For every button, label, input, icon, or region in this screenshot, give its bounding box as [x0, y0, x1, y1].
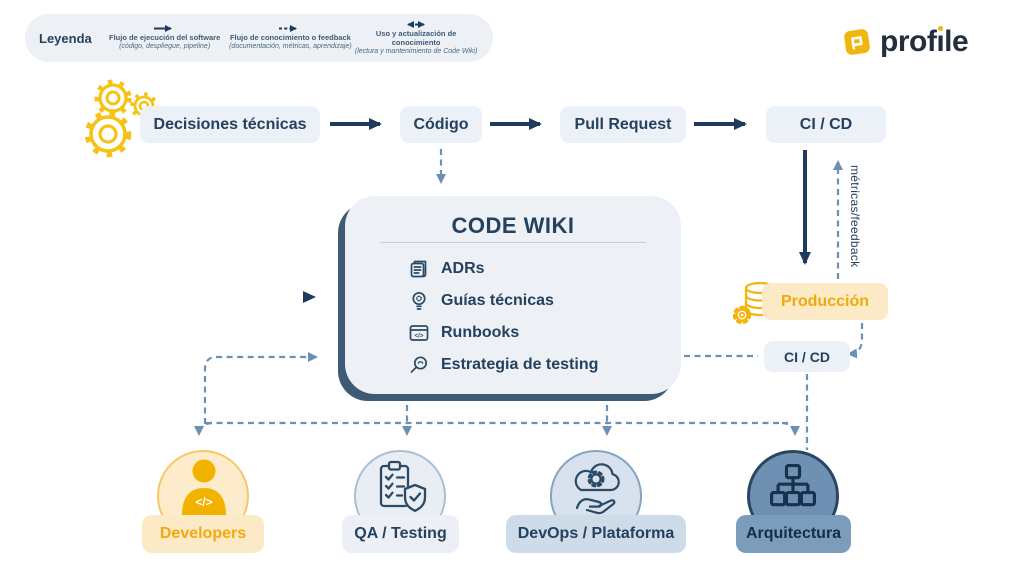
flow-box-pull-request: Pull Request: [560, 106, 686, 143]
wiki-item-testing: Estrategia de testing: [408, 349, 598, 381]
solid-arrow-icon: [153, 25, 172, 33]
flow-box-cicd-bottom: CI / CD: [764, 341, 850, 372]
produccion-box: Producción: [762, 283, 888, 320]
dashed-arrow-icon: [279, 25, 298, 33]
metrics-feedback-label: métricas/feedback: [848, 165, 862, 268]
legend-title: Leyenda: [39, 30, 92, 46]
role-label-devops: DevOps / Plataforma: [506, 515, 686, 553]
wiki-item-label: Runbooks: [441, 324, 520, 341]
legend-item-label: Uso y actualización de conocimiento: [375, 28, 457, 48]
flow-box-decisiones: Decisiones técnicas: [140, 106, 320, 143]
flow-box-label: Código: [413, 115, 469, 133]
svg-text:</>: </>: [195, 495, 212, 509]
org-chart-icon: [770, 464, 816, 507]
role-label-arquitectura: Arquitectura: [736, 515, 851, 553]
svg-text:</>: </>: [415, 333, 424, 340]
legend-item-sublabel: (código, despliegue, pipeline): [119, 42, 211, 50]
flow-box-label: CI / CD: [799, 115, 853, 133]
adr-document-icon: [410, 260, 427, 278]
magnifier-icon: [410, 356, 428, 373]
wiki-item-label: Estrategia de testing: [441, 356, 599, 373]
wiki-item-label: Guías técnicas: [441, 292, 554, 309]
code-wiki-list: ADRs Guías técnicas </> Runbooks: [408, 253, 598, 381]
legend-item-sublabel: (lectura y mantenimiento de Code Wiki): [354, 47, 478, 55]
legend-item-execution: Flujo de ejecución del software (código,…: [102, 24, 228, 51]
flow-box-codigo: Código: [400, 106, 482, 143]
flow-box-label: Decisiones técnicas: [153, 115, 307, 133]
wiki-item-runbooks: </> Runbooks: [408, 317, 598, 349]
wiki-item-adrs: ADRs: [408, 253, 598, 285]
role-label-text: Developers: [159, 525, 247, 542]
legend-item-sublabel: (documentación, métricas, aprendizaje): [229, 42, 352, 50]
clipboard-shield-icon: [379, 460, 427, 512]
legend-item-label: Flujo de conocimiento o feedback: [229, 33, 351, 43]
cloud-gear-hand-icon: [574, 463, 620, 515]
role-label-developers: Developers: [142, 515, 264, 553]
produccion-label: Producción: [780, 292, 869, 310]
code-window-icon: </>: [409, 325, 429, 341]
flow-box-cicd-top: CI / CD: [766, 106, 886, 143]
legend-item-label: Flujo de ejecución del software: [108, 33, 221, 43]
developer-person-icon: </>: [182, 459, 226, 515]
role-label-text: Arquitectura: [745, 525, 842, 542]
wiki-item-label: ADRs: [441, 260, 485, 277]
divider: [380, 242, 646, 243]
profile-logo-icon: [844, 29, 870, 55]
legend: Leyenda Flujo de ejecución del software …: [25, 14, 493, 62]
role-label-qa: QA / Testing: [342, 515, 459, 553]
role-label-text: QA / Testing: [354, 525, 447, 542]
wiki-item-guias: Guías técnicas: [408, 285, 598, 317]
flow-box-label: Pull Request: [574, 115, 672, 133]
legend-item-usage: Uso y actualización de conocimiento (lec…: [353, 20, 479, 57]
code-wiki-title: CODE WIKI: [451, 213, 575, 238]
flow-box-label: CI / CD: [784, 348, 830, 365]
code-wiki-panel: CODE WIKI ADRs Guías técnicas: [345, 196, 681, 394]
role-label-text: DevOps / Plataforma: [517, 525, 675, 542]
legend-item-knowledge: Flujo de conocimiento o feedback (docume…: [228, 24, 354, 51]
lightbulb-icon: [412, 291, 426, 310]
double-arrow-icon: [407, 20, 426, 28]
